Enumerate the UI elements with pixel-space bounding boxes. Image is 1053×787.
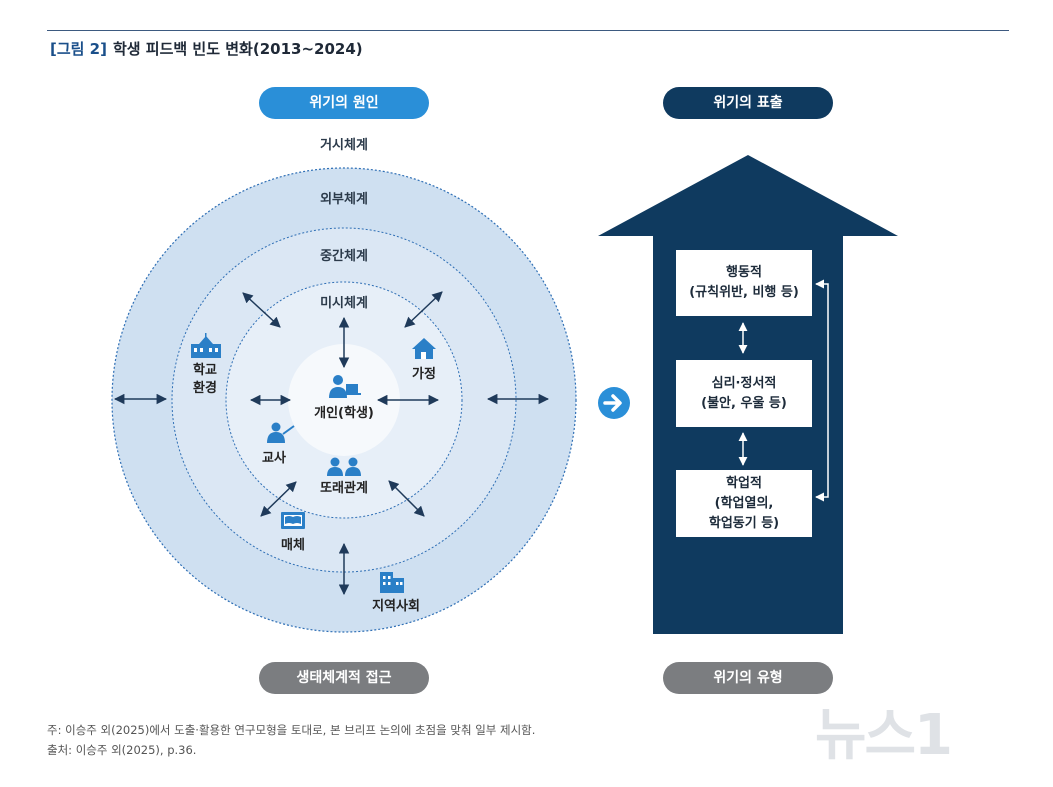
peers-icon (327, 457, 361, 476)
arrow-exo-bottom-right (388, 480, 425, 517)
expression-pill: 위기의 표출 (663, 87, 833, 119)
node-peers: 또래관계 (320, 481, 368, 496)
crisis-box-detail: (규칙위반, 비행 등) (689, 285, 799, 300)
crisis-box-title: 심리·정서적 (711, 375, 777, 391)
arrow-meso-right (404, 291, 443, 328)
crisis-box-behavioral: 행동적 (규칙위반, 비행 등) (676, 250, 812, 316)
node-teacher: 교사 (262, 451, 286, 466)
student-icon (329, 375, 361, 398)
home-icon (412, 338, 436, 359)
figure-tag: [그림 2] (50, 40, 107, 58)
figure-title: [그림 2] 학생 피드백 빈도 변화(2013~2024) (50, 38, 363, 59)
type-pill: 위기의 유형 (663, 662, 833, 694)
crisis-box-title: 학업적 (726, 475, 762, 491)
watermark-logo: 뉴스1 (815, 703, 953, 768)
node-center: 개인(학생) (314, 406, 374, 421)
micro-ring (288, 344, 400, 456)
arrow-meso-left (242, 292, 281, 328)
ring-label-micro: 미시체계 (320, 296, 368, 311)
footnote: 주: 이승주 외(2025)에서 도출·활용한 연구모형을 토대로, 본 브리프… (47, 723, 536, 737)
arrow-right-circle-icon (598, 387, 630, 419)
node-media: 매체 (281, 538, 305, 553)
cause-pill: 위기의 원인 (259, 87, 429, 119)
node-school: 학교 환경 (180, 362, 230, 398)
crisis-box-detail: (학업열의, (714, 495, 774, 511)
node-school-line1: 학교 (193, 363, 217, 378)
crisis-box-title: 행동적 (726, 265, 762, 280)
ring-label-meso: 중간체계 (320, 249, 368, 264)
ring-label-exo: 외부체계 (320, 192, 368, 207)
building-icon (380, 572, 404, 593)
ring-label-macro: 거시체계 (320, 138, 368, 153)
arrow-exo-bottom-left (260, 481, 297, 517)
bracket-connector (815, 279, 829, 502)
node-family: 가정 (412, 367, 436, 382)
teacher-icon (267, 422, 295, 443)
crisis-box-detail: (불안, 우울 등) (701, 395, 787, 411)
node-school-line2: 환경 (193, 381, 217, 396)
node-community: 지역사회 (372, 599, 420, 614)
crisis-box-emotional: 심리·정서적 (불안, 우울 등) (676, 360, 812, 427)
media-icon (281, 512, 305, 529)
top-rule (47, 30, 1009, 31)
source-note: 출처: 이승주 외(2025), p.36. (47, 743, 197, 757)
crisis-box-academic: 학업적 (학업열의, 학업동기 등) (676, 470, 812, 537)
ecological-pill: 생태체계적 접근 (259, 662, 429, 694)
crisis-box-detail: 학업동기 등) (708, 515, 780, 531)
figure-title-text: 학생 피드백 빈도 변화(2013~2024) (112, 40, 363, 58)
school-icon (191, 333, 221, 358)
